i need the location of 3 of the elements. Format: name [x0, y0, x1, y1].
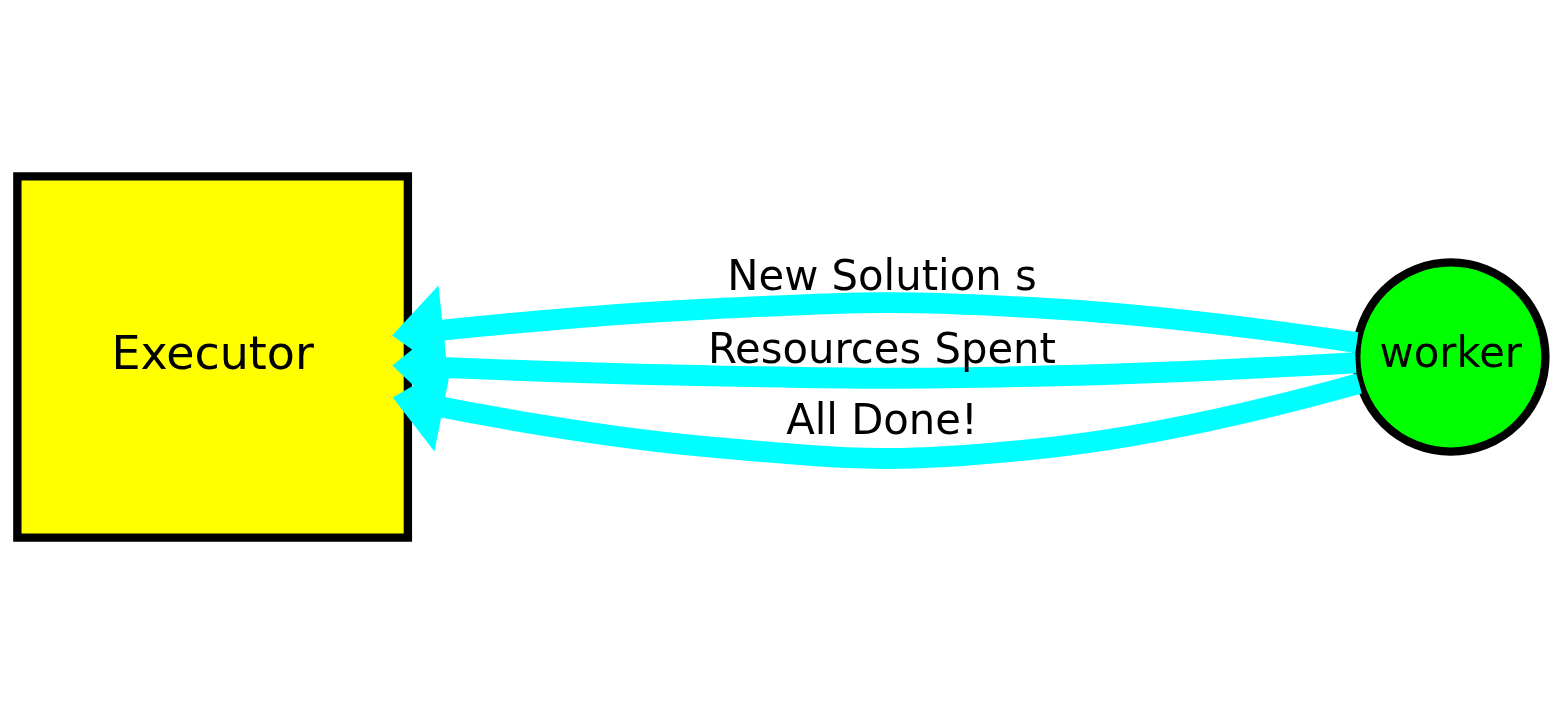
edge-label: New Solution s [727, 250, 1037, 300]
edge-label: All Done! [786, 394, 978, 444]
edge-label: Resources Spent [707, 323, 1056, 373]
